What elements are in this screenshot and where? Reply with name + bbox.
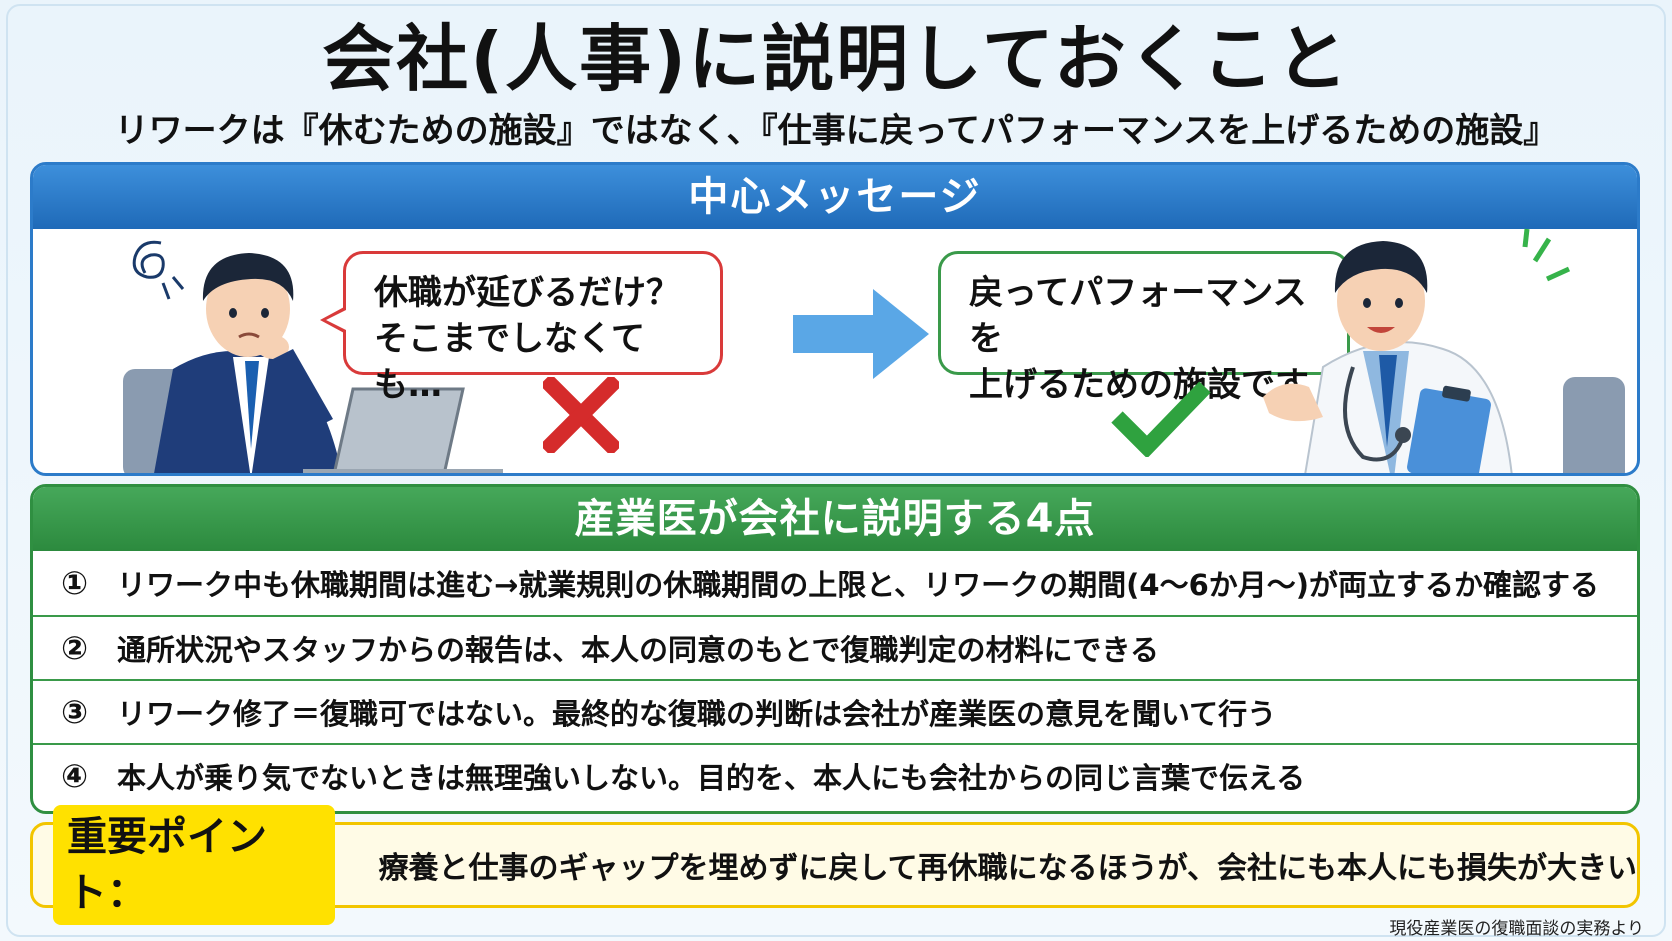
list-item: ④ 本人が乗り気でないときは無理強いしない。目的を、本人にも会社からの同じ言葉で… — [33, 743, 1637, 807]
check-icon — [1111, 381, 1211, 457]
points-list: ① リワーク中も休職期間は進む→就業規則の休職期間の上限と、リワークの期間(4〜… — [33, 551, 1637, 807]
list-item: ② 通所状況やスタッフからの報告は、本人の同意のもとで復職判定の材料にできる — [33, 615, 1637, 679]
sparkle-lines-icon — [1522, 228, 1571, 282]
point-text: 本人が乗り気でないときは無理強いしない。目的を、本人にも会社からの同じ言葉で伝え… — [117, 761, 1306, 795]
cross-icon — [543, 377, 619, 453]
right-bubble-line-2: 上げるための施設です — [969, 365, 1309, 405]
key-point-panel: 重要ポイント： 療養と仕事のギャップを埋めずに戻して再休職になるほうが、会社にも… — [30, 805, 1640, 925]
confused-swirl-icon — [132, 240, 185, 300]
source-credit: 現役産業医の復職面談の実務より — [1389, 919, 1644, 939]
page-subtitle: リワークは『休むための施設』ではなく、『仕事に戻ってパフォーマンスを上げるための… — [114, 111, 1558, 151]
point-number: ① — [61, 564, 89, 602]
page-title: 会社(人事)に説明しておくこと — [322, 17, 1350, 101]
core-message-heading: 中心メッセージ — [33, 165, 1637, 229]
point-text: リワーク中も休職期間は進む→就業規則の休職期間の上限と、リワークの期間(4〜6か… — [117, 568, 1600, 602]
point-number: ② — [61, 629, 89, 667]
point-number: ③ — [61, 693, 89, 731]
list-item: ① リワーク中も休職期間は進む→就業規則の休職期間の上限と、リワークの期間(4〜… — [33, 551, 1637, 615]
worried-employee-illustration — [123, 240, 503, 473]
key-point-label: 重要ポイント： — [53, 805, 335, 925]
four-points-heading: 産業医が会社に説明する4点 — [33, 487, 1637, 551]
wrong-speech-bubble: 休職が延びるだけ？ そこまでしなくても… — [320, 251, 723, 405]
core-message-panel: 中心メッセージ — [30, 162, 1640, 476]
point-number: ④ — [61, 757, 89, 795]
wrong-bubble-line-2: そこまでしなくても… — [374, 319, 645, 405]
four-points-panel: 産業医が会社に説明する4点 ① リワーク中も休職期間は進む→就業規則の休職期間の… — [30, 484, 1640, 814]
list-item: ③ リワーク修了＝復職可ではない。最終的な復職の判断は会社が産業医の意見を聞いて… — [33, 679, 1637, 743]
point-text: リワーク修了＝復職可ではない。最終的な復職の判断は会社が産業医の意見を聞いて行う — [117, 697, 1277, 731]
wrong-bubble-line-1: 休職が延びるだけ？ — [374, 273, 680, 313]
core-message-body: 休職が延びるだけ？ そこまでしなくても… 戻ってパフォーマンスを 上げるための施… — [33, 228, 1637, 473]
right-arrow-icon — [793, 289, 929, 379]
key-point-text: 療養と仕事のギャップを埋めずに戻して再休職になるほうが、会社にも本人にも損失が大… — [378, 851, 1638, 886]
right-bubble-line-1: 戻ってパフォーマンスを — [969, 273, 1307, 359]
page-frame — [6, 4, 1666, 937]
point-text: 通所状況やスタッフからの報告は、本人の同意のもとで復職判定の材料にできる — [117, 633, 1159, 667]
doctor-illustration — [1263, 228, 1625, 473]
